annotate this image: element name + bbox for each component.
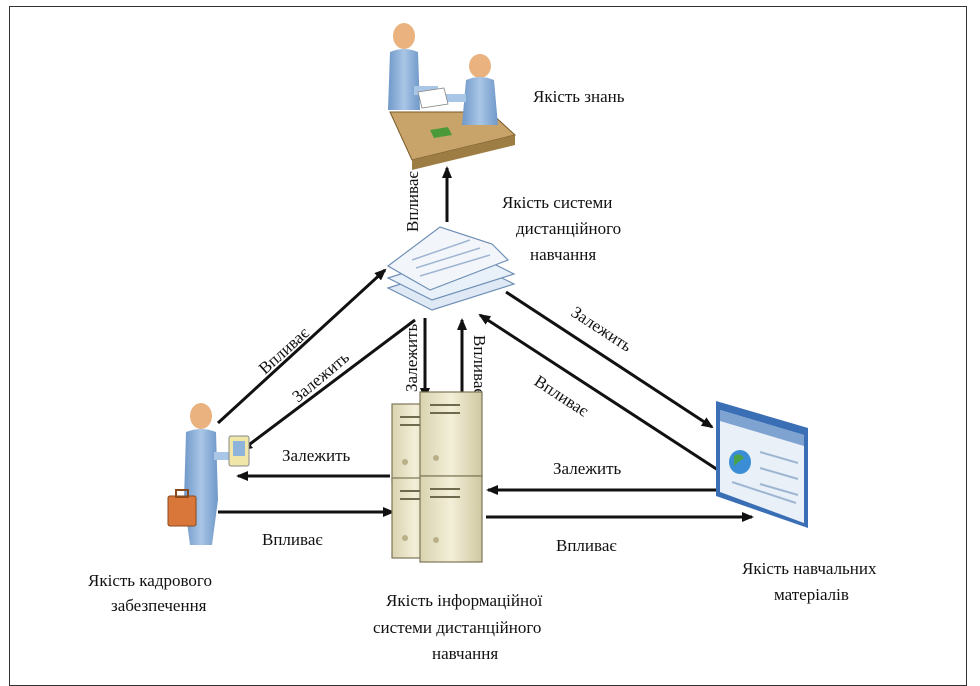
label-info-to-staff: Залежить xyxy=(282,446,351,465)
info-label-line-1: Якість інформаційної xyxy=(386,591,543,610)
staff-label-line-1: Якість кадрового xyxy=(88,571,212,590)
arrow-materials-to-system xyxy=(478,313,719,472)
system-label-line-3: навчання xyxy=(530,245,596,264)
label-staff-to-system: Впливає xyxy=(255,323,313,378)
browser-window-icon xyxy=(716,401,808,528)
label-staff-to-info: Впливає xyxy=(262,530,323,549)
diagram-canvas: Впливає Впливає Залежить Залежить Вплива… xyxy=(88,23,877,663)
meeting-icon xyxy=(388,23,517,170)
label-system-to-staff: Залежить xyxy=(288,347,353,406)
system-label-line-1: Якість системи xyxy=(502,193,612,212)
documents-icon xyxy=(386,226,516,311)
label-system-to-info: Залежить xyxy=(402,323,421,392)
materials-label-line-1: Якість навчальних xyxy=(742,559,877,578)
staff-label-line-2: забезпечення xyxy=(111,596,207,615)
label-materials-to-info: Залежить xyxy=(553,459,622,478)
arrow-staff-to-system xyxy=(216,268,387,425)
materials-label-line-2: матеріалів xyxy=(774,585,849,604)
info-label-line-2: системи дистанційного xyxy=(373,618,541,637)
system-label-line-2: дистанційного xyxy=(516,219,621,238)
arrow-system-to-staff xyxy=(240,318,416,452)
knowledge-label: Якість знань xyxy=(533,87,625,106)
arrow-system-to-materials xyxy=(505,290,714,429)
label-system-to-materials: Залежить xyxy=(568,302,636,355)
servers-icon xyxy=(391,391,483,563)
label-info-to-system: Впливає xyxy=(470,335,489,396)
staff-person-icon xyxy=(167,403,250,545)
info-label-line-3: навчання xyxy=(432,644,498,663)
label-system-to-knowledge: Впливає xyxy=(403,171,422,232)
label-materials-to-system: Впливає xyxy=(531,371,593,420)
label-info-to-materials: Впливає xyxy=(556,536,617,555)
